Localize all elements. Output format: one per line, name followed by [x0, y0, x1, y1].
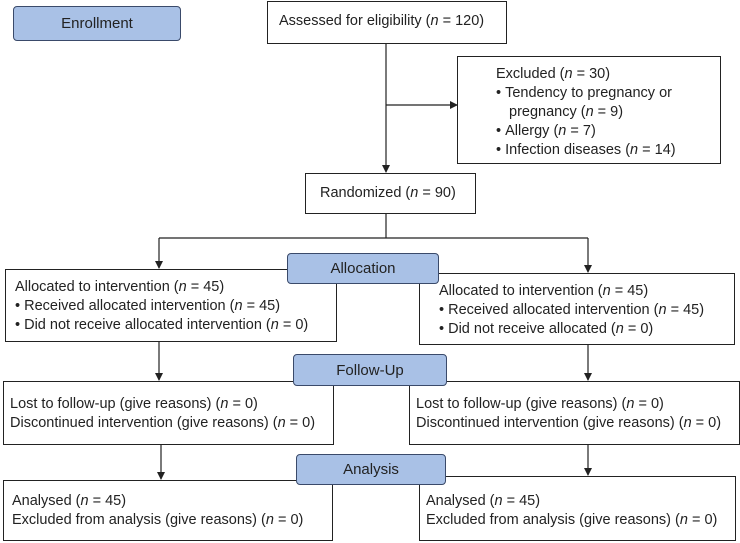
- allocation-left-title: Allocated to intervention (n = 45): [15, 279, 225, 295]
- followup-left-box: Lost to follow-up (give reasons) (n = 0)…: [3, 381, 334, 445]
- analysis-left-box: Analysed (n = 45) Excluded from analysis…: [3, 480, 333, 541]
- assessed-line: Assessed for eligibility (n = 120): [279, 13, 485, 29]
- allocation-right-received: Received allocated intervention (n = 45): [439, 301, 728, 320]
- followup-stage-label: Follow-Up: [293, 354, 447, 386]
- randomized-line: Randomized (n = 90): [320, 185, 456, 201]
- allocation-left-not-received: Did not receive allocated intervention (…: [15, 316, 330, 335]
- analysis-right-analysed: Analysed (n = 45): [426, 493, 541, 509]
- allocation-right-not-received: Did not receive allocated (n = 0): [439, 320, 728, 339]
- excluded-box: Excluded (n = 30) Tendency to pregnancy …: [457, 56, 721, 164]
- followup-left-lost: Lost to follow-up (give reasons) (n = 0): [10, 396, 258, 412]
- allocation-left-received: Received allocated intervention (n = 45): [15, 297, 330, 316]
- enrollment-stage-text: Enrollment: [61, 15, 133, 32]
- followup-right-discontinued: Discontinued intervention (give reasons)…: [416, 415, 722, 431]
- allocation-left-box: Allocated to intervention (n = 45) Recei…: [5, 269, 337, 342]
- enrollment-stage-label: Enrollment: [13, 6, 181, 41]
- excluded-title: Excluded (n = 30): [496, 66, 611, 82]
- randomized-box: Randomized (n = 90): [305, 173, 476, 214]
- assessed-box: Assessed for eligibility (n = 120): [267, 1, 507, 44]
- analysis-right-excluded: Excluded from analysis (give reasons) (n…: [426, 512, 718, 528]
- excluded-item-allergy: Allergy (n = 7): [496, 122, 710, 141]
- excluded-item-pregnancy: Tendency to pregnancy or: [496, 84, 710, 103]
- followup-right-lost: Lost to follow-up (give reasons) (n = 0): [416, 396, 664, 412]
- allocation-right-title: Allocated to intervention (n = 45): [439, 283, 649, 299]
- allocation-right-box: Allocated to intervention (n = 45) Recei…: [419, 273, 735, 345]
- followup-left-discontinued: Discontinued intervention (give reasons)…: [10, 415, 316, 431]
- analysis-left-excluded: Excluded from analysis (give reasons) (n…: [12, 512, 304, 528]
- analysis-stage-label: Analysis: [296, 454, 446, 485]
- followup-stage-text: Follow-Up: [336, 361, 404, 379]
- excluded-item-infection: Infection diseases (n = 14): [496, 141, 710, 160]
- allocation-stage-text: Allocation: [330, 260, 396, 277]
- allocation-stage-label: Allocation: [287, 253, 439, 284]
- analysis-stage-text: Analysis: [343, 461, 399, 478]
- analysis-right-box: Analysed (n = 45) Excluded from analysis…: [419, 476, 736, 541]
- excluded-item-pregnancy-cont: pregnancy (n = 9): [509, 104, 624, 120]
- followup-right-box: Lost to follow-up (give reasons) (n = 0)…: [409, 381, 740, 445]
- analysis-left-analysed: Analysed (n = 45): [12, 493, 127, 509]
